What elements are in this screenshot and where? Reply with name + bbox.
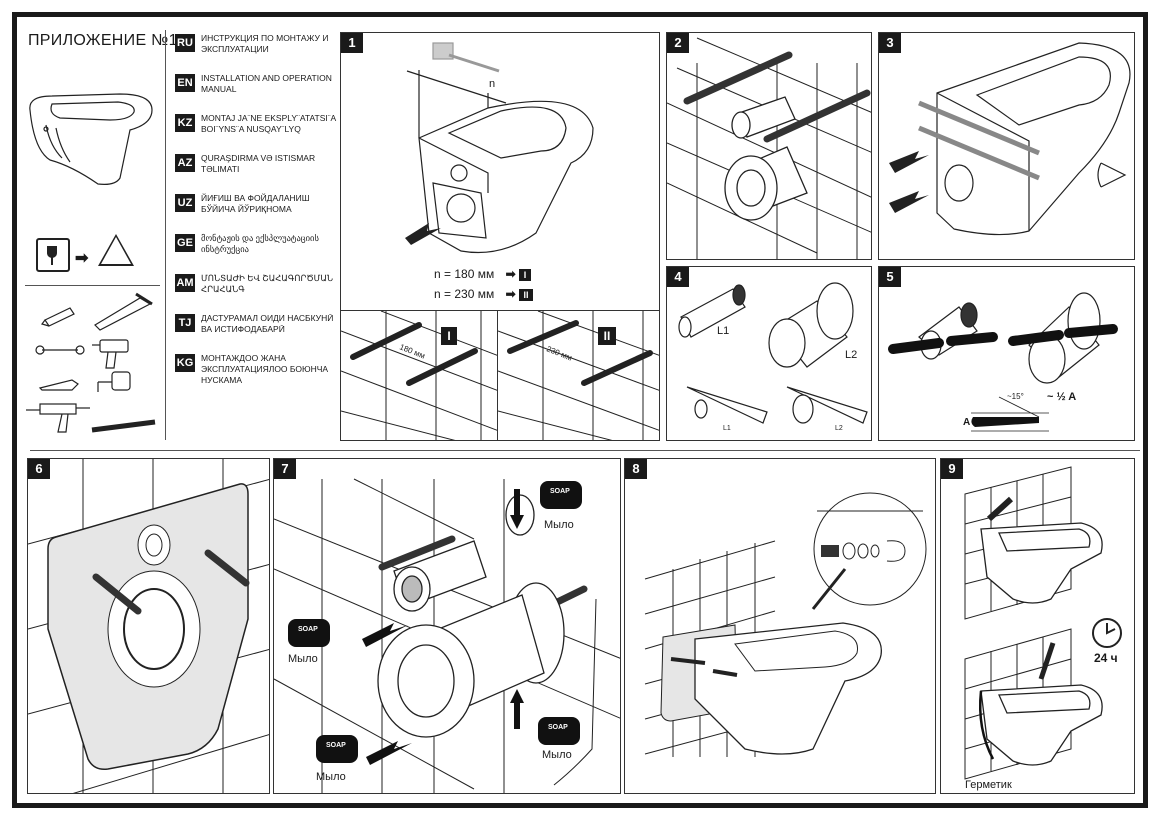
language-text: Installation and operation manual — [201, 73, 332, 94]
page-title: ПРИЛОЖЕНИЕ №1 — [28, 32, 178, 49]
soap-label: SOAP — [326, 742, 346, 749]
soap-caption: Мыло — [316, 771, 346, 783]
step-5-panel: 5 A ~15° ~ ½ A — [878, 266, 1135, 441]
angle-label: ~15° — [1007, 392, 1024, 401]
step-8-panel: 8 — [624, 458, 936, 794]
soap-label: SOAP — [550, 488, 570, 495]
half-dimension-label: ~ ½ A — [1047, 391, 1077, 403]
language-code: AZ — [175, 154, 195, 172]
step-number: 8 — [625, 459, 647, 479]
length-label: L2 — [845, 349, 858, 361]
step-4-panel: 4 L1 L2 L1 L2 — [666, 266, 872, 441]
spacing-text: n = 180 мм — [434, 267, 495, 281]
soap-caption: Мыло — [542, 749, 572, 761]
dimension-label-a: A — [963, 417, 971, 428]
language-text: ՄՈՆՏԱԺԻ ԵՎ ՇԱՀԱԳՈՐԾՄԱՆ ՀՐԱՀԱՆԳ — [201, 273, 334, 294]
step-6-panel: 6 — [27, 458, 270, 794]
step-9-panel: 9 24 ч Герметик — [940, 458, 1135, 794]
language-code: AM — [175, 274, 195, 292]
step-1-panel: 1 n n = 180 мм ➡ I n = 230 мм ➡ II — [340, 32, 660, 312]
step-number: 2 — [667, 33, 689, 53]
variant-badge: I — [518, 269, 531, 281]
language-code: GE — [175, 234, 195, 252]
divider — [25, 285, 160, 286]
step-number: 7 — [274, 459, 296, 479]
language-code: KG — [175, 354, 195, 372]
length-label: L1 — [723, 425, 731, 432]
language-text: Монтаждоо жана эксплуатациялоо боюнча ну… — [201, 353, 329, 385]
length-label: L2 — [835, 425, 843, 432]
soap-icon — [538, 717, 580, 745]
variant-i-panel: I 180 мм — [340, 310, 498, 441]
soap-caption: Мыло — [288, 653, 318, 665]
fragile-icon — [36, 238, 70, 272]
variant-ii-panel: II 230 мм — [497, 310, 660, 441]
cut-hazard-icon — [98, 234, 134, 266]
soap-icon — [316, 735, 358, 763]
clock-icon — [1092, 618, 1122, 648]
language-code: TJ — [175, 314, 195, 332]
language-text: მონტაჟის და ექსპლუატაციის ინსტრუქცია — [201, 233, 319, 254]
step-number: 4 — [667, 267, 689, 287]
arrow-right-icon: ➡ — [505, 287, 516, 301]
soap-icon — [288, 619, 330, 647]
language-text: Montaj ja¨ne eksply¨atatsi¨a boi¨yns¨a n… — [201, 113, 336, 134]
step-3-panel: 3 — [878, 32, 1135, 260]
step-7-panel: 7 SOAP SOAP SOAP SOAP Мыло — [273, 458, 621, 794]
length-label: L1 — [717, 325, 730, 337]
step-number: 9 — [941, 459, 963, 479]
language-code: EN — [175, 74, 195, 92]
language-code: KZ — [175, 114, 195, 132]
dimension-label-n: n — [489, 78, 496, 90]
step-number: 1 — [341, 33, 363, 53]
soap-caption: Мыло — [544, 519, 574, 531]
sealant-label: Герметик — [965, 779, 1012, 791]
language-code: UZ — [175, 194, 195, 212]
spacing-option-230: n = 230 мм ➡ II — [434, 287, 533, 301]
language-text: Дастурамал оиди насбкунӣ ва истифодабарӣ — [201, 313, 334, 334]
soap-label: SOAP — [298, 626, 318, 633]
arrow-right-icon: ➡ — [505, 267, 516, 281]
soap-icon — [540, 481, 582, 509]
language-text: Quraşdirma və istismar təlimati — [201, 153, 316, 174]
spacing-option-180: n = 180 мм ➡ I — [434, 267, 531, 281]
step-number: 5 — [879, 267, 901, 287]
language-code: RU — [175, 34, 195, 52]
language-text: Йиғиш ва фойдаланиш бўйича йўриқнома — [201, 193, 310, 214]
step-2-panel: 2 — [666, 32, 872, 260]
column-divider — [165, 30, 166, 440]
section-divider — [30, 450, 1140, 451]
cure-time-label: 24 ч — [1094, 651, 1118, 665]
spacing-text: n = 230 мм — [434, 287, 495, 301]
variant-badge: II — [518, 289, 533, 301]
step-number: 3 — [879, 33, 901, 53]
step-number: 6 — [28, 459, 50, 479]
soap-label: SOAP — [548, 724, 568, 731]
variant-badge: II — [598, 327, 616, 345]
variant-badge: I — [441, 327, 457, 345]
language-text: Инструкция по монтажу и эксплуатации — [201, 33, 329, 54]
arrow-right-icon: ➡ — [75, 250, 89, 267]
